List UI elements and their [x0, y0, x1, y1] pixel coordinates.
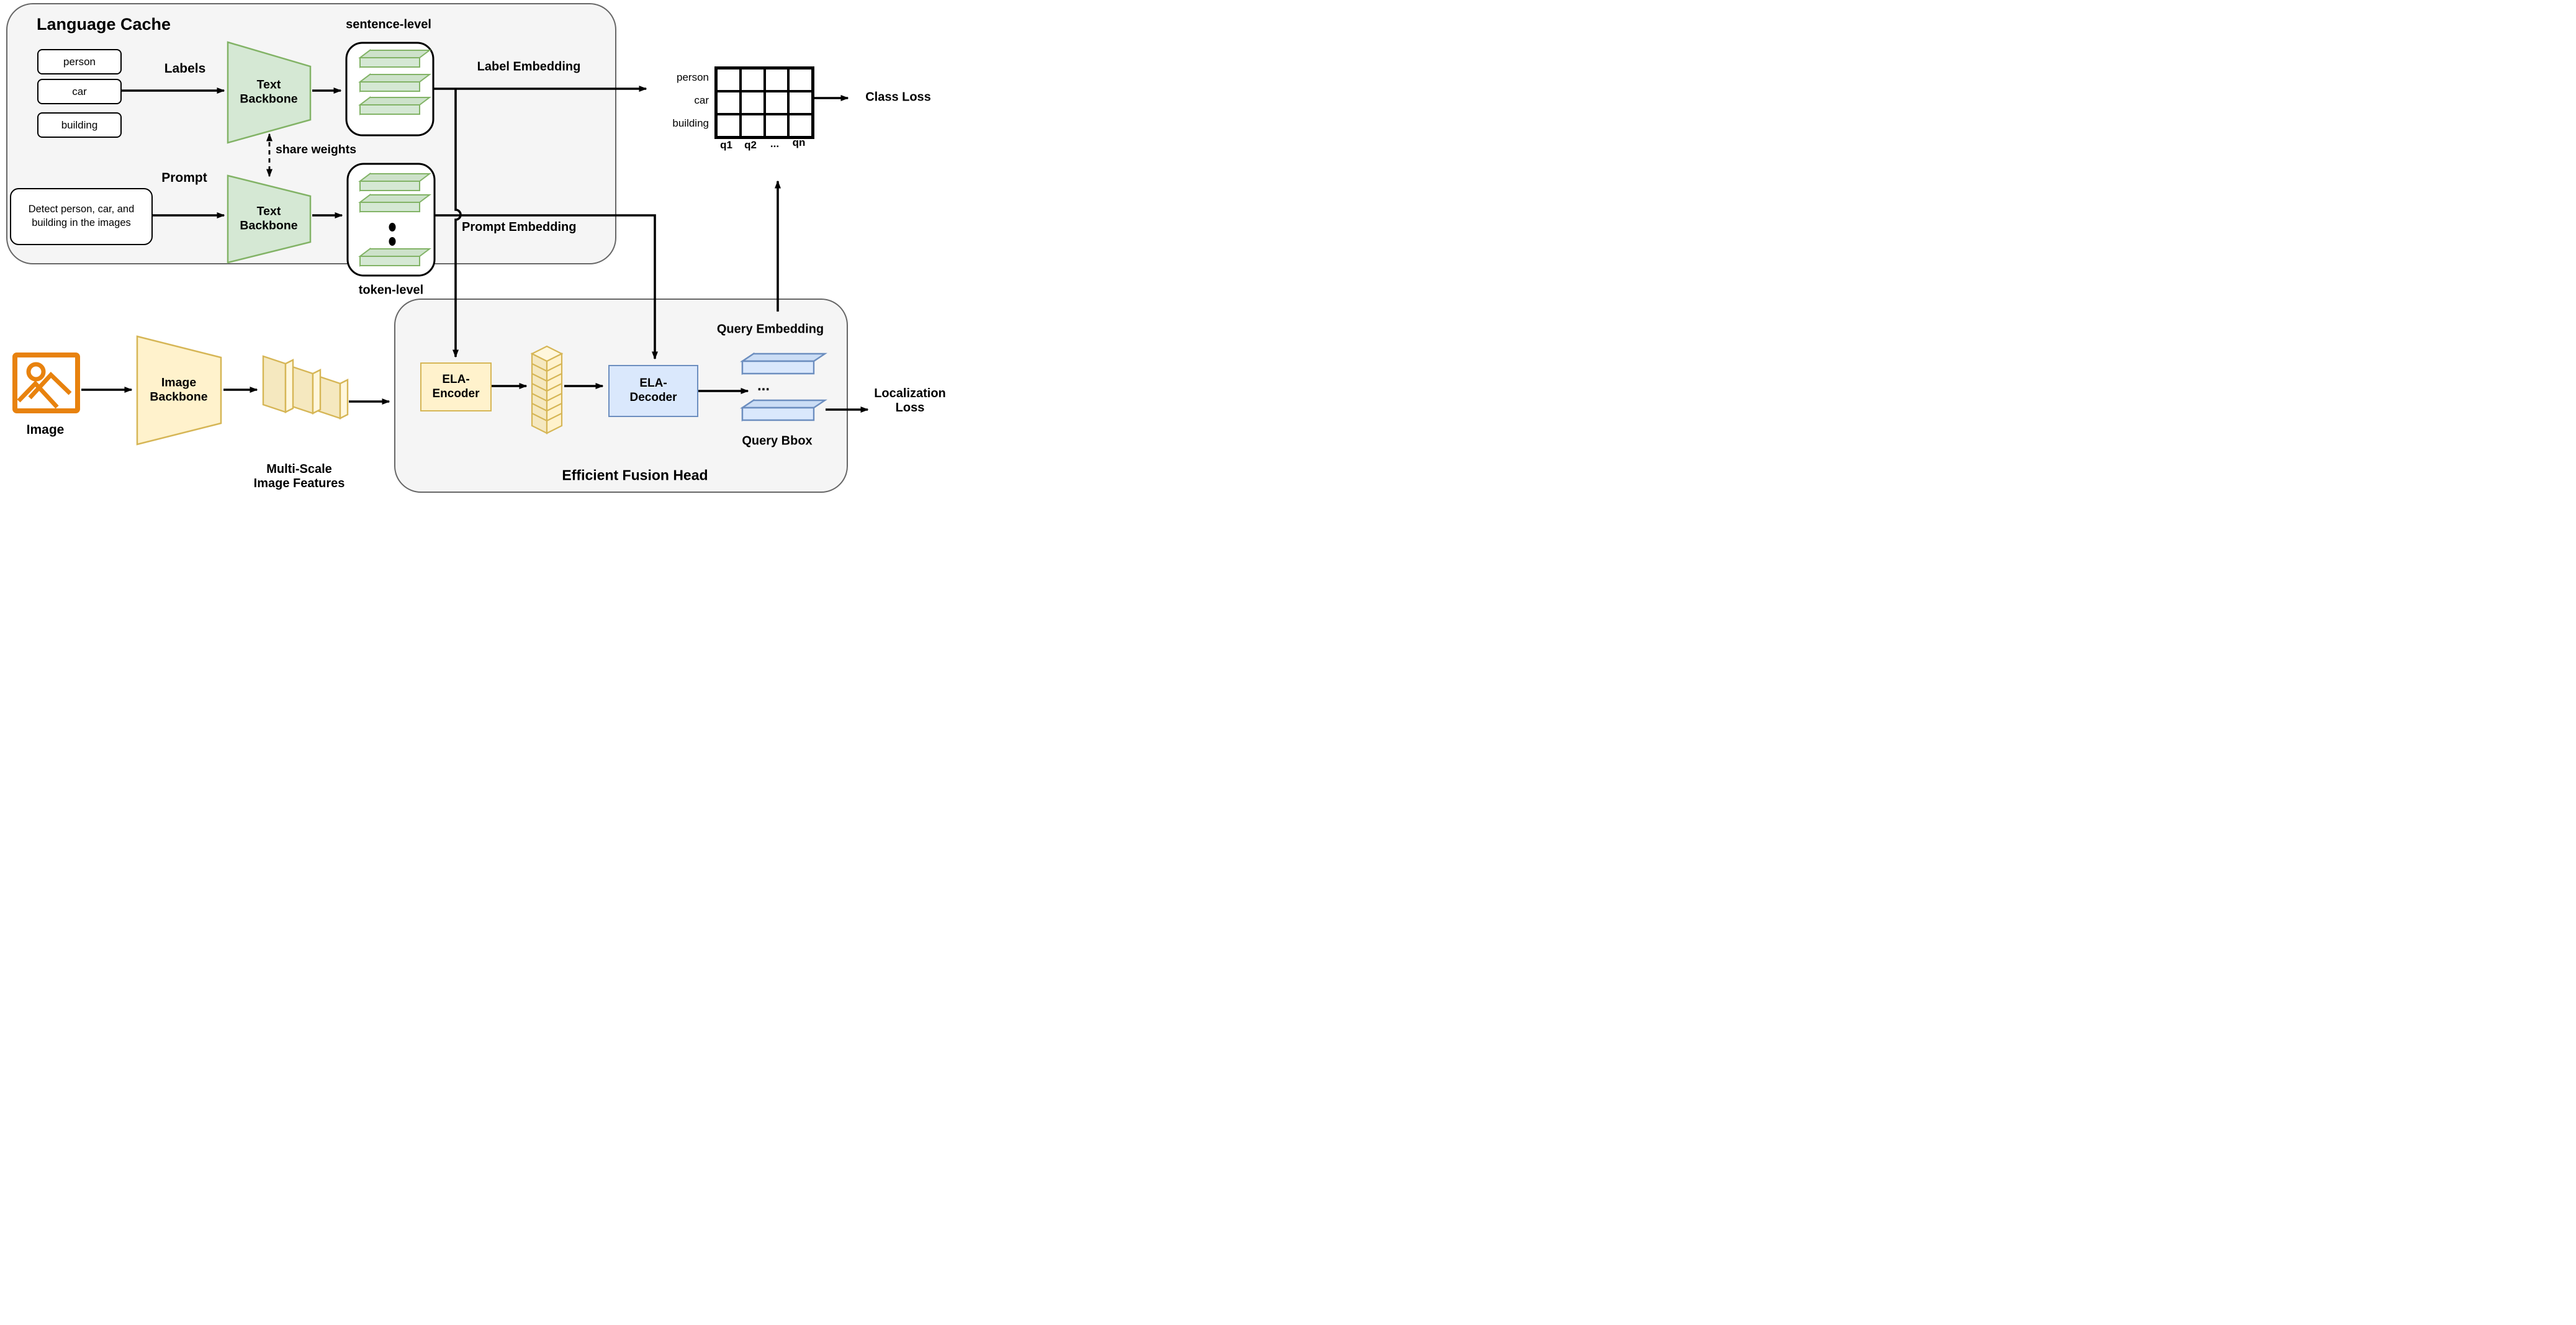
token-embedding-bar	[359, 194, 430, 212]
share-weights-label: share weights	[276, 143, 357, 156]
queries-ellipsis: ...	[757, 377, 770, 394]
labels-caption: Labels	[164, 61, 206, 76]
text-backbone-bottom-label: Text Backbone	[240, 204, 298, 232]
sentence-level-caption: sentence-level	[346, 17, 431, 32]
matrix-col-q2: q2	[744, 139, 757, 151]
efficient-fusion-head-title: Efficient Fusion Head	[562, 467, 708, 483]
multi-scale-features-shape	[262, 355, 349, 420]
label-box-building: building	[37, 112, 122, 138]
sentence-embedding-bar	[359, 50, 430, 68]
matrix-row-person: person	[677, 71, 709, 83]
class-loss-caption: Class Loss	[865, 90, 931, 104]
image-icon	[12, 353, 80, 413]
token-level-caption: token-level	[358, 283, 424, 297]
query-embedding-caption: Query Embedding	[716, 322, 824, 336]
prompt-embedding-caption: Prompt Embedding	[462, 220, 577, 234]
encoder-memory-tower	[530, 345, 564, 434]
token-embedding-bar	[359, 248, 430, 266]
ela-encoder-box: ELA- Encoder	[420, 362, 492, 411]
prompt-caption: Prompt	[161, 171, 207, 185]
sentence-embedding-bar	[359, 74, 430, 92]
token-embedding-bar	[359, 173, 430, 191]
vertical-ellipsis-dot	[389, 237, 396, 246]
vertical-ellipsis-dot	[389, 223, 396, 231]
image-backbone-label: Image Backbone	[150, 375, 208, 403]
matrix-row-building: building	[672, 117, 709, 129]
matrix-row-car: car	[694, 94, 709, 106]
multi-scale-features-caption: Multi-Scale Image Features	[253, 462, 345, 490]
language-cache-container	[6, 3, 616, 264]
class-similarity-matrix	[714, 66, 814, 139]
query-embedding-bar	[741, 353, 826, 375]
matrix-col-ellipsis: ...	[770, 138, 780, 150]
language-cache-title: Language Cache	[37, 15, 171, 34]
query-bbox-bar	[741, 399, 826, 421]
matrix-col-qn: qn	[792, 137, 806, 148]
localization-loss-caption: Localization Loss	[874, 386, 946, 415]
image-caption: Image	[26, 423, 65, 437]
architecture-diagram: Language Cache person car building Label…	[0, 0, 960, 494]
label-box-car: car	[37, 79, 122, 104]
text-backbone-top-label: Text Backbone	[240, 78, 298, 106]
query-bbox-caption: Query Bbox	[742, 434, 813, 448]
text-backbone-bottom-shape	[227, 174, 312, 264]
label-box-person: person	[37, 49, 122, 74]
sentence-embedding-bar	[359, 97, 430, 115]
arrow-prompt-embedding-to-ela-decoder	[435, 214, 658, 360]
image-backbone-shape	[136, 335, 222, 446]
token-level-container	[346, 163, 436, 277]
prompt-box: Detect person, car, and building in the …	[10, 188, 153, 245]
ela-decoder-box: ELA- Decoder	[608, 365, 698, 417]
text-backbone-top-shape	[227, 41, 312, 144]
matrix-col-q1: q1	[720, 139, 732, 151]
label-embedding-caption: Label Embedding	[477, 60, 581, 74]
